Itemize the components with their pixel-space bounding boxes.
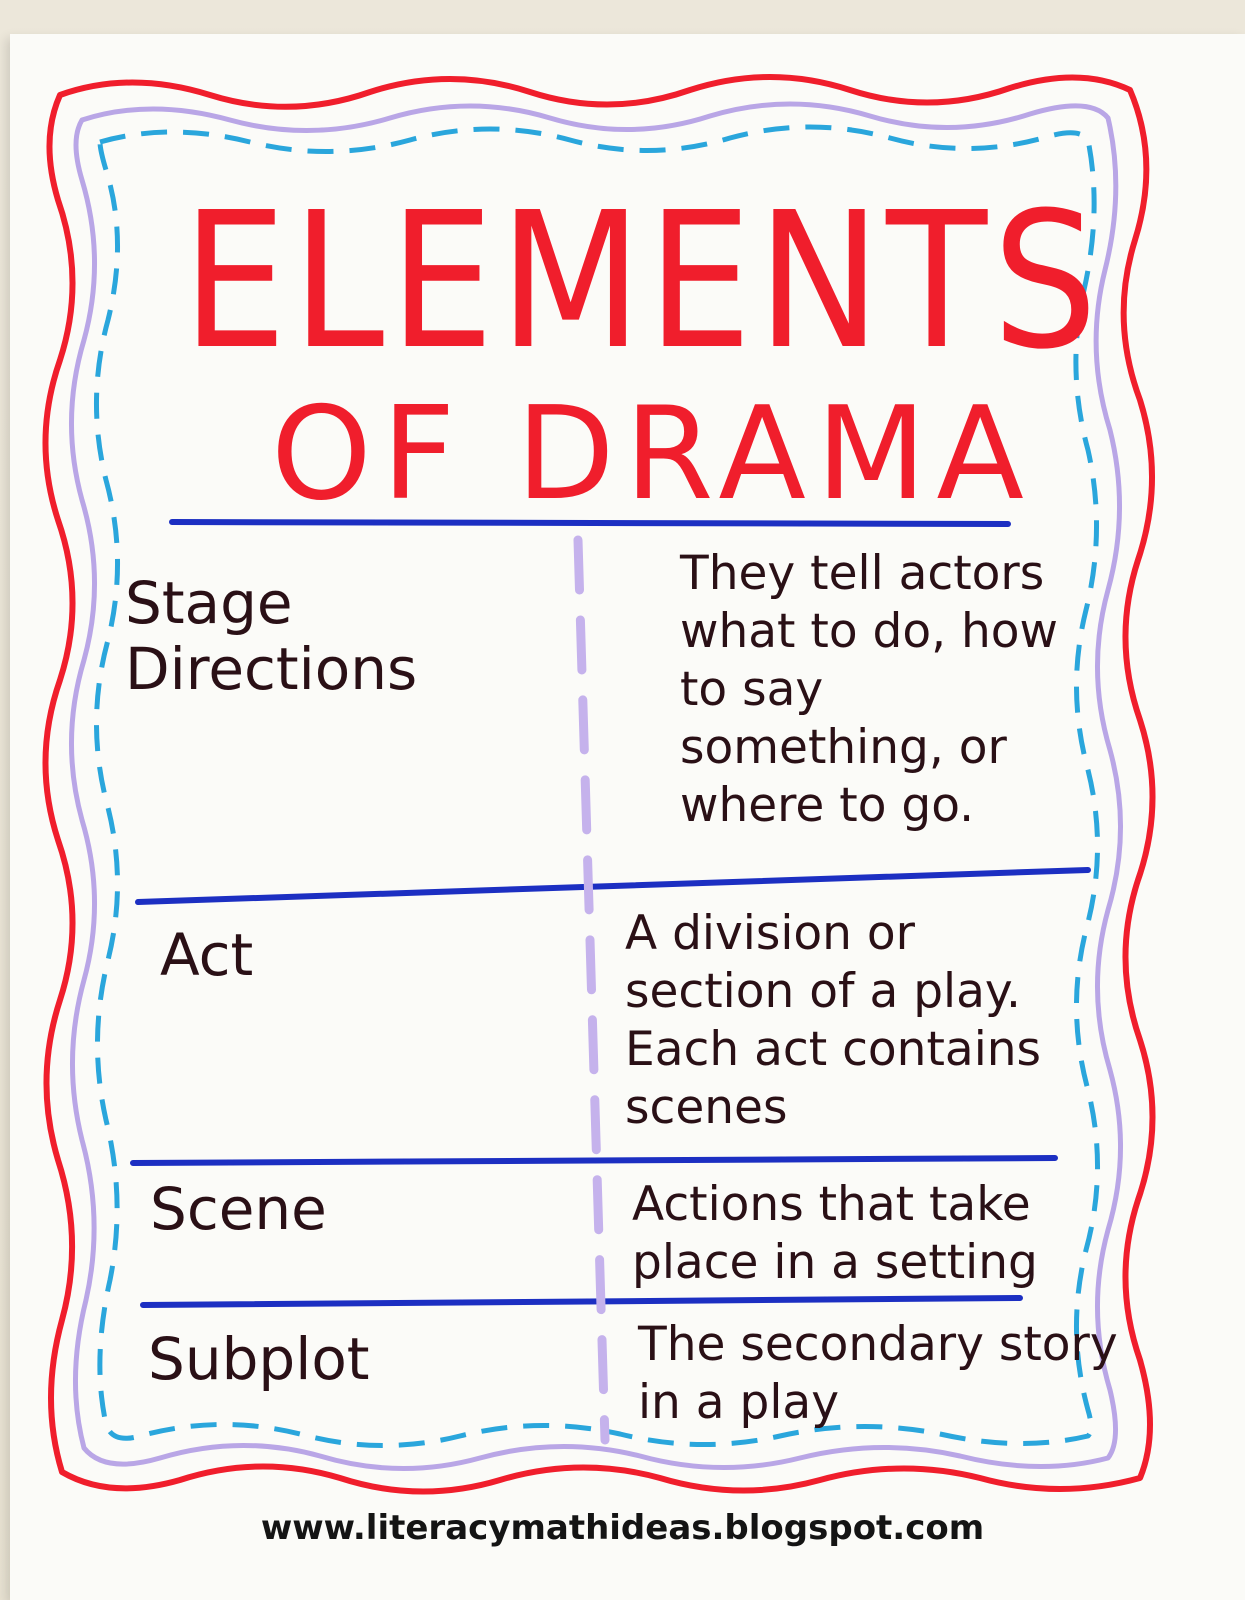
row-line-top [169, 519, 1011, 527]
outer-red-border [42, 74, 1156, 1495]
term-stage-directions: Stage Directions [125, 569, 418, 703]
column-divider [573, 535, 610, 1445]
term-act: Act [160, 921, 254, 989]
definition-act: A division or section of a play. Each ac… [625, 906, 1042, 1135]
inner-blue-dashed-border [93, 124, 1101, 1449]
title-line-1: ELEMENTS [182, 172, 1103, 391]
definition-subplot: The secondary story in a play [638, 1317, 1118, 1430]
definition-scene: Actions that take place in a setting [632, 1177, 1038, 1290]
row-line-4 [140, 1295, 1023, 1308]
middle-purple-border [68, 101, 1124, 1472]
term-subplot: Subplot [148, 1325, 370, 1393]
definition-stage-directions: They tell actors what to do, how to say … [680, 546, 1058, 833]
row-line-3 [130, 1155, 1058, 1166]
row-line-2 [135, 867, 1091, 905]
footer-url: www.literacymathideas.blogspot.com [260, 1508, 985, 1548]
poster-paper [10, 34, 1245, 1600]
term-scene: Scene [150, 1175, 327, 1243]
title-line-2: OF DRAMA [271, 380, 1034, 529]
